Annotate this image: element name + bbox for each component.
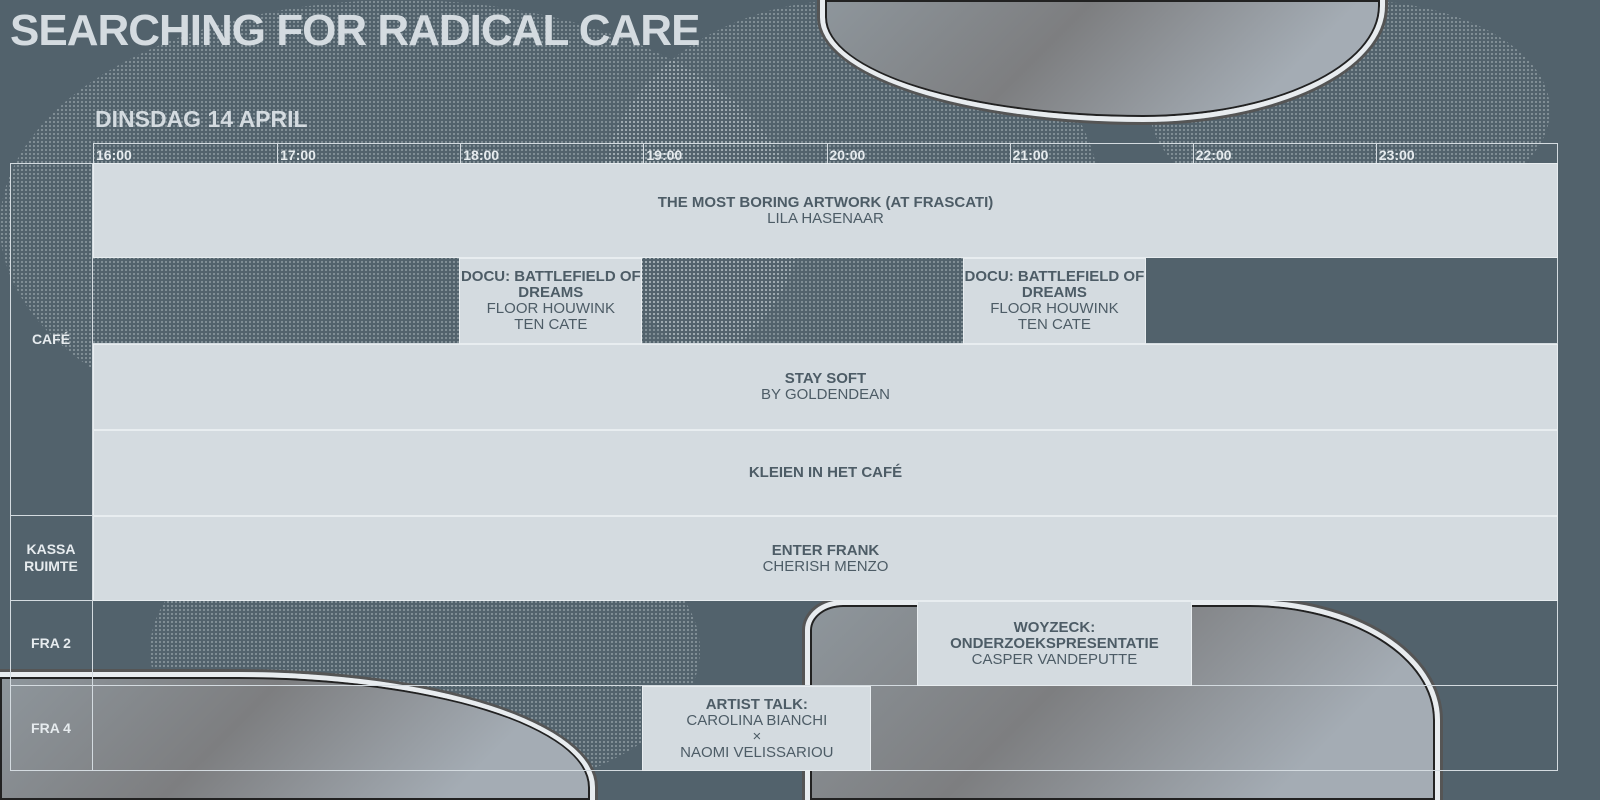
venue-name: FRA 2 — [31, 634, 71, 651]
hour-label: 18:00 — [460, 144, 643, 164]
event-subtitle: CAROLINA BIANCHI — [686, 711, 828, 729]
event-subtitle: TEN CATE — [1017, 316, 1091, 333]
event-title: DOCU: BATTLEFIELD OF DREAMS — [460, 268, 641, 301]
event-subtitle: TEN CATE — [514, 316, 588, 333]
event-subtitle: FLOOR HOUWINK — [990, 300, 1119, 317]
event-subtitle: CASPER VANDEPUTTE — [971, 650, 1138, 668]
hour-label: 17:00 — [277, 144, 460, 164]
event-subtitle: NAOMI VELISSARIOU — [680, 743, 834, 761]
event-block[interactable]: ARTIST TALK:CAROLINA BIANCHI×NAOMI VELIS… — [642, 686, 872, 771]
chrome-blob — [0, 672, 595, 800]
event-subtitle: CHERISH MENZO — [762, 557, 889, 575]
hour-label: 21:00 — [1009, 144, 1193, 164]
event-subtitle: BY GOLDENDEAN — [761, 386, 890, 403]
venue-label: KASSA RUIMTE — [10, 516, 93, 601]
event-title: KLEIEN IN HET CAFÉ — [748, 464, 903, 481]
venue-label: FRA 4 — [10, 686, 93, 771]
venue-name: FRA 4 — [31, 719, 71, 736]
page-title: SEARCHING FOR RADICAL CARE — [10, 6, 700, 55]
event-subtitle: × — [752, 727, 762, 745]
event-block[interactable]: KLEIEN IN HET CAFÉ — [93, 430, 1558, 516]
hour-label: 19:00 — [643, 144, 826, 164]
hour-label: 16:00 — [96, 147, 132, 163]
hour-label: 20:00 — [826, 144, 1010, 164]
venue-label: CAFÉ — [10, 163, 93, 516]
schedule-date: DINSDAG 14 APRIL — [95, 106, 308, 132]
event-title: WOYZECK: ONDERZOEKSPRESENTATIE — [950, 618, 1159, 652]
row-divider — [93, 601, 1558, 686]
venue-label: FRA 2 — [10, 601, 93, 686]
row-divider — [93, 258, 1558, 344]
event-subtitle: LILA HASENAAR — [767, 209, 884, 227]
hour-label: 23:00 — [1375, 144, 1559, 164]
hour-label: 22:00 — [1192, 144, 1376, 164]
event-subtitle: FLOOR HOUWINK — [486, 300, 615, 317]
venue-name: CAFÉ — [31, 330, 71, 347]
event-title: ENTER FRANK — [771, 541, 880, 559]
event-title: ARTIST TALK: — [705, 695, 808, 713]
event-title: STAY SOFT — [784, 370, 867, 387]
event-title: THE MOST BORING ARTWORK (AT FRASCATI) — [657, 193, 994, 211]
venue-name: KASSA RUIMTE — [24, 541, 78, 574]
event-block[interactable]: THE MOST BORING ARTWORK (AT FRASCATI)LIL… — [93, 163, 1558, 258]
event-title: DOCU: BATTLEFIELD OF DREAMS — [964, 268, 1145, 301]
